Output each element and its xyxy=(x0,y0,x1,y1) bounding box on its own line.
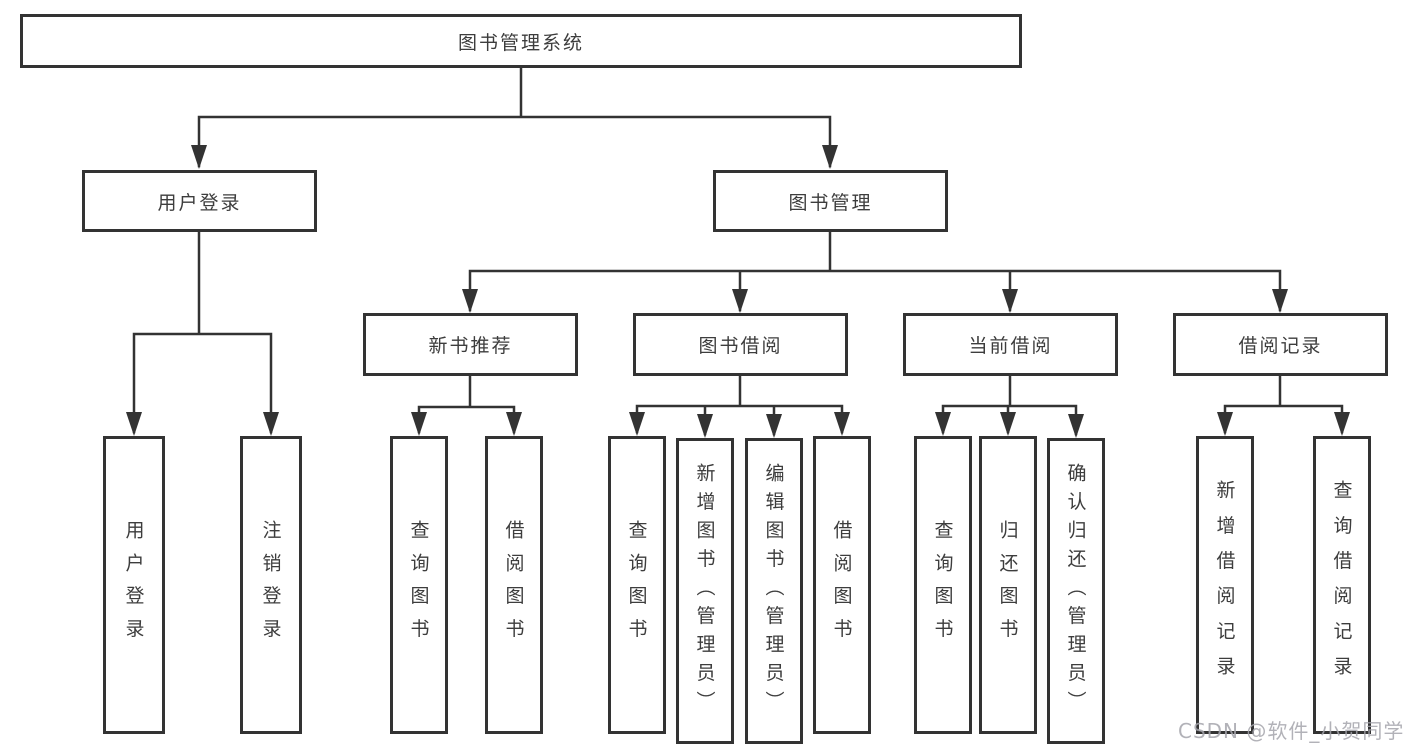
node-module-current-borrow-label: 当前借阅 xyxy=(968,335,1053,357)
leaf-records-query: 查询借阅记录 xyxy=(1313,436,1371,734)
leaf-borrow-add-admin: 新增图书（管理员） xyxy=(676,438,734,744)
node-user-login-label: 用户登录 xyxy=(157,191,242,214)
leaf-current-query-label: 查询图书 xyxy=(931,519,954,651)
watermark: CSDN @软件_小贺同学 xyxy=(1178,719,1405,743)
node-module-borrow-records-label: 借阅记录 xyxy=(1238,335,1323,357)
leaf-current-query: 查询图书 xyxy=(914,436,972,734)
node-root-label: 图书管理系统 xyxy=(457,31,584,54)
node-book-management-label: 图书管理 xyxy=(788,191,873,214)
leaf-current-confirm-admin: 确认归还（管理员） xyxy=(1047,438,1105,744)
leaf-current-return: 归还图书 xyxy=(979,436,1037,734)
node-root: 图书管理系统 xyxy=(20,14,1022,68)
leaf-current-return-label: 归还图书 xyxy=(996,519,1019,651)
node-user-login: 用户登录 xyxy=(82,170,317,232)
leaf-borrow-edit-admin-label: 编辑图书（管理员） xyxy=(762,462,785,720)
node-book-management: 图书管理 xyxy=(713,170,948,232)
leaf-records-add-label: 新增借阅记录 xyxy=(1213,479,1236,691)
leaf-newbook-query-label: 查询图书 xyxy=(407,519,430,651)
node-module-new-book: 新书推荐 xyxy=(363,313,578,376)
leaf-borrow-query-label: 查询图书 xyxy=(625,519,648,651)
leaf-records-query-label: 查询借阅记录 xyxy=(1330,479,1353,691)
leaf-borrow-borrow-label: 借阅图书 xyxy=(830,519,853,651)
leaf-borrow-edit-admin: 编辑图书（管理员） xyxy=(745,438,803,744)
leaf-borrow-query: 查询图书 xyxy=(608,436,666,734)
leaf-borrow-add-admin-label: 新增图书（管理员） xyxy=(693,462,716,720)
leaf-current-confirm-admin-label: 确认归还（管理员） xyxy=(1064,462,1087,720)
leaf-logout: 注销登录 xyxy=(240,436,302,734)
leaf-newbook-query: 查询图书 xyxy=(390,436,448,734)
node-module-current-borrow: 当前借阅 xyxy=(903,313,1118,376)
leaf-user-login-label: 用户登录 xyxy=(122,519,145,651)
node-module-book-borrow-label: 图书借阅 xyxy=(698,335,783,357)
leaf-newbook-borrow: 借阅图书 xyxy=(485,436,543,734)
leaf-records-add: 新增借阅记录 xyxy=(1196,436,1254,734)
node-module-new-book-label: 新书推荐 xyxy=(428,335,513,357)
node-module-borrow-records: 借阅记录 xyxy=(1173,313,1388,376)
leaf-logout-label: 注销登录 xyxy=(259,519,282,651)
leaf-borrow-borrow: 借阅图书 xyxy=(813,436,871,734)
node-module-book-borrow: 图书借阅 xyxy=(633,313,848,376)
leaf-user-login: 用户登录 xyxy=(103,436,165,734)
leaf-newbook-borrow-label: 借阅图书 xyxy=(502,519,525,651)
